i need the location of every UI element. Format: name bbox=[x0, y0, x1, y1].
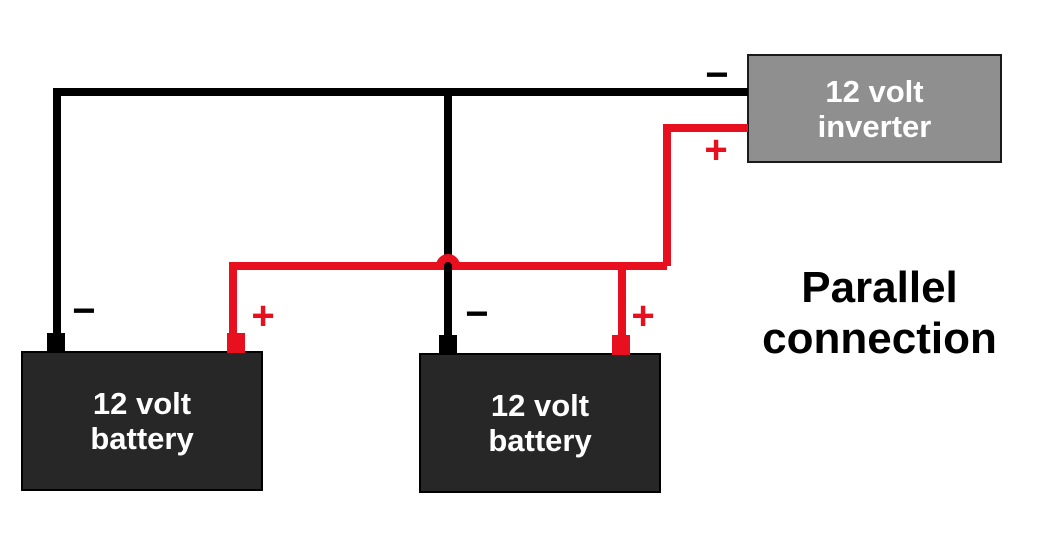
positive-bus-wire bbox=[229, 254, 667, 340]
inverter-box: 12 volt inverter bbox=[747, 54, 1002, 163]
battery2-label-line2: battery bbox=[488, 423, 592, 458]
diagram-title-line2: connection bbox=[762, 314, 997, 363]
inverter-minus-symbol: − bbox=[705, 53, 729, 97]
battery2-label-line1: 12 volt bbox=[490, 388, 590, 423]
battery2-positive-terminal bbox=[612, 335, 630, 355]
inverter-label-line2: inverter bbox=[817, 108, 932, 144]
diagram-title-line1: Parallel bbox=[801, 263, 958, 312]
diagram-title: Parallel connection bbox=[742, 262, 1017, 364]
battery1-positive-terminal bbox=[227, 333, 245, 353]
battery1-negative-terminal bbox=[47, 333, 65, 353]
battery2-box: 12 volt battery bbox=[419, 353, 661, 493]
inverter-label-line1: 12 volt bbox=[825, 73, 924, 109]
battery1-label-line1: 12 volt bbox=[92, 386, 192, 421]
battery1-label-line2: battery bbox=[90, 421, 194, 456]
battery2-negative-terminal bbox=[439, 335, 457, 355]
battery2-plus-symbol: + bbox=[631, 294, 655, 338]
battery1-box: 12 volt battery bbox=[21, 351, 263, 491]
battery2-minus-symbol: − bbox=[465, 292, 489, 336]
inverter-plus-symbol: + bbox=[704, 128, 728, 172]
battery1-plus-symbol: + bbox=[251, 294, 275, 338]
battery1-minus-symbol: − bbox=[72, 289, 96, 333]
